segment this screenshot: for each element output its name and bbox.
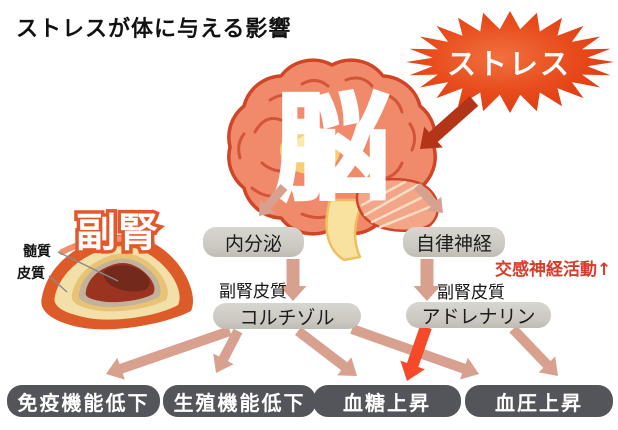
effect-box-blood-sugar: 血糖上昇 [313,385,461,417]
gland-medulla-blotch [103,265,150,292]
adrenal-label: 副腎 [76,210,160,256]
arrow-brain-to-endocrine [259,184,288,216]
arrow-autonomic-to-adrenaline [413,259,441,301]
brain-illustration: 脳 [227,58,439,262]
arrow-adrenaline-to-blood-sugar [400,325,432,381]
adrenal-cortex-sublabel-left: 副腎皮質 [219,282,287,302]
adrenaline-box: アドレナリン [406,302,551,328]
sympathetic-activity-note: 交感神経活動↑ [495,260,612,280]
medulla-pointer-line [57,251,119,282]
cortisol-box: コルチゾル [213,303,361,329]
arrow-cortisol-to-immune [106,326,232,380]
cortex-pointer-line [48,275,68,293]
arrow-endocrine-to-cortisol [279,259,307,301]
hypothalamus-core [294,134,330,162]
effect-box-reproductive: 生殖機能低下 [163,385,316,417]
effect-box-immune: 免疫機能低下 [7,385,160,417]
stress-starburst: ストレス [406,11,614,113]
medulla-label: 髄質 [23,244,51,260]
brain-squiggles [237,76,417,220]
arrow-adrenaline-to-blood-pressure [509,325,558,376]
cerebellum-striations [360,180,432,229]
arrow-cortisol-to-blood-sugar [295,327,357,376]
stress-label: ストレス [447,47,571,81]
page-title: ストレスが体に与える影響 [16,17,292,42]
effect-box-blood-pressure: 血圧上昇 [465,385,613,417]
adrenal-gland-illustration: 副腎 [41,207,194,330]
flow-arrows [106,96,558,381]
endocrine-box: 内分泌 [203,227,304,257]
starburst-shape [406,11,614,113]
arrow-cortisol-to-reproductive [213,328,243,373]
autonomic-box: 自律神経 [403,227,505,257]
arrow-brain-to-autonomic [413,182,443,213]
cortex-label: 皮質 [17,266,45,282]
brain-label: 脳 [274,82,389,216]
adrenal-cortex-sublabel-right: 副腎皮質 [437,283,505,303]
brain-stem [325,198,366,262]
arrow-stress-to-brain [420,96,479,149]
gland-top-highlight [59,235,155,255]
